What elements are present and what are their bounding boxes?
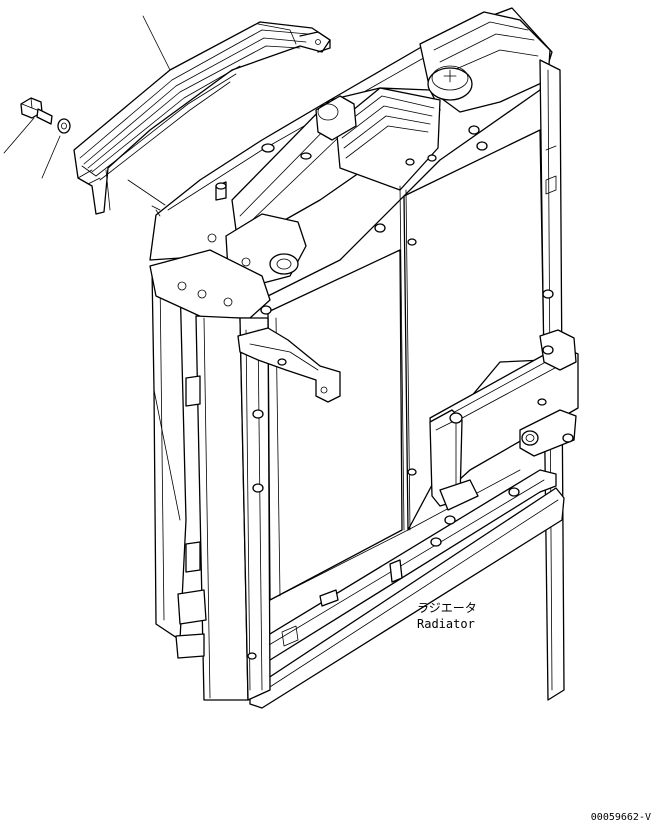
stay-bracket bbox=[237, 327, 341, 403]
part-label-en: Radiator bbox=[417, 617, 475, 631]
radiator-top-housing bbox=[149, 7, 553, 301]
leader-lines bbox=[3, 15, 173, 206]
left-side-shroud bbox=[151, 269, 187, 641]
top-cover-bracket bbox=[73, 21, 331, 215]
drawing-number: 00059662-V bbox=[591, 812, 651, 823]
bolt bbox=[20, 97, 53, 125]
leader-line-washer bbox=[41, 135, 61, 179]
leader-line-bolt bbox=[3, 117, 35, 154]
leader-line-mount bbox=[127, 179, 166, 206]
part-label-jp: ラジエータ bbox=[417, 601, 477, 615]
oil-cooler bbox=[429, 329, 579, 511]
washer bbox=[57, 118, 71, 134]
front-frame bbox=[149, 249, 272, 701]
radiator-core bbox=[249, 59, 565, 709]
leader-line-cover bbox=[142, 15, 173, 75]
part-label: ラジエータ Radiator bbox=[417, 601, 477, 631]
